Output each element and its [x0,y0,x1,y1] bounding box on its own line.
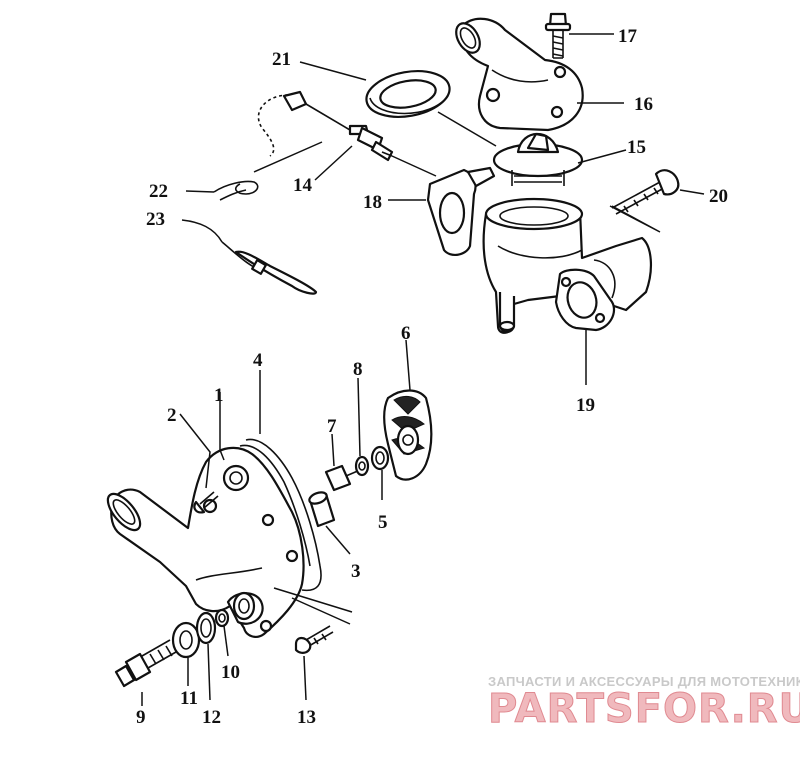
part-18-outlet-gasket [426,166,496,256]
callout-3: 3 [351,561,361,582]
callout-20: 20 [709,186,728,207]
part-17-bolt [544,12,572,59]
callout-8: 8 [353,359,363,380]
part-13-bolt [294,625,334,654]
callout-12: 12 [202,707,221,728]
part-3-bushing [308,491,336,528]
part-4-pump-gasket [239,438,322,592]
leader-lines [141,33,705,706]
part-10-washer [214,608,230,628]
part-21-seal-ring [365,70,451,118]
part-12-o-ring [195,611,217,645]
callout-17: 17 [618,26,638,47]
callout-21: 21 [272,49,291,70]
part-9-bleed-screw [114,639,177,688]
part-14-temp-sensor [348,124,394,162]
part-1-pump-body [106,446,305,638]
watermark: ЗАПЧАСТИ И АКСЕССУАРЫ ДЛЯ МОТОТЕХНИКИ PA… [488,674,800,733]
callout-16: 16 [634,94,653,115]
part-2-screw [193,491,219,514]
callout-2: 2 [167,405,177,426]
callout-4: 4 [253,350,263,371]
callout-23: 23 [146,209,165,230]
part-22-wire-clip [213,180,259,201]
callout-10: 10 [221,662,240,683]
part-16-thermostat-cover [455,17,584,132]
part-15-thermostat [492,132,584,186]
watermark-logo: PARTSFOR.RU [488,686,800,732]
callout-6: 6 [401,323,411,344]
callout-13: 13 [297,707,316,728]
callout-9: 9 [136,707,146,728]
part-20-bolt [611,169,680,215]
part-6-impeller [383,389,433,481]
callout-15: 15 [627,137,646,158]
part-5-washer [370,445,390,471]
callout-14: 14 [293,175,313,196]
sensor-wire [257,90,351,157]
part-8-washer [354,455,370,477]
part-7-nut [324,464,361,492]
part-19-flange-gasket [554,268,616,332]
callout-18: 18 [363,192,382,213]
callout-1: 1 [214,385,224,406]
callout-22: 22 [149,181,168,202]
callout-19: 19 [576,395,595,416]
part-11-sleeve [171,621,201,659]
part-23-tie-strap [221,241,318,295]
callout-11: 11 [180,688,198,709]
callout-5: 5 [378,512,388,533]
callout-7: 7 [327,416,337,437]
watermark-tagline: ЗАПЧАСТИ И АКСЕССУАРЫ ДЛЯ МОТОТЕХНИКИ [488,674,800,689]
callout-numbers: 1 2 3 4 5 6 7 8 9 10 11 12 13 14 15 16 1… [136,26,728,728]
